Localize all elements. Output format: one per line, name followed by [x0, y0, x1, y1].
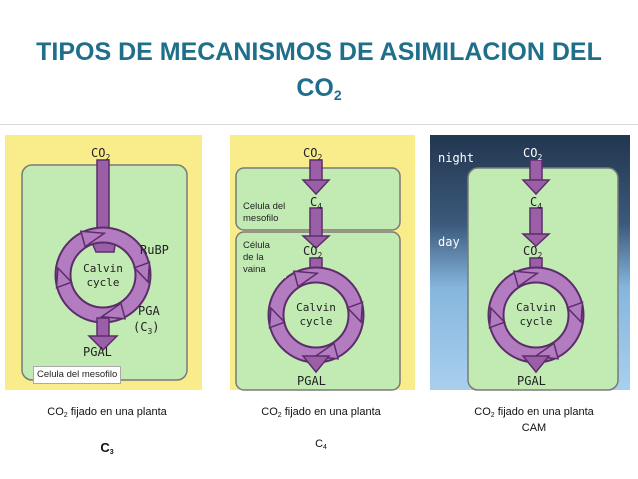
- cam-caption-box: [440, 400, 630, 442]
- title-co2: CO: [296, 74, 334, 102]
- c4-type-label: C4: [315, 438, 327, 451]
- c4-cycle-label: cycle: [299, 315, 332, 328]
- cam-co2-mid-label: CO2: [523, 244, 542, 260]
- c4-vaina-label-line1: Célula: [243, 240, 270, 251]
- page-title: TIPOS DE MECANISMOS DE ASIMILACION DEL C…: [0, 34, 638, 113]
- c4-c4-label: C4: [310, 195, 322, 211]
- c4-output-arrow-head: [301, 355, 331, 374]
- cam-middle-arrow-head: [521, 233, 551, 248]
- cam-pgal-label: PGAL: [517, 374, 546, 388]
- c4-co2-top-label: CO2: [303, 146, 322, 162]
- c3-calvin-label: Calvin: [83, 262, 123, 275]
- c3-pga-c3-label: (C3): [133, 320, 160, 336]
- cam-calvin-label: Calvin: [516, 301, 556, 314]
- title-line-1: TIPOS DE MECANISMOS DE ASIMILACION DEL: [36, 38, 602, 66]
- c3-caption-box: [18, 400, 198, 456]
- c3-output-arrow-shaft: [96, 317, 110, 339]
- c3-rubp-label: RuBP: [140, 243, 169, 257]
- cam-night-label: night: [438, 151, 474, 165]
- cam-c4-label: C4: [530, 195, 542, 211]
- c4-vaina-label-line3: vaina: [243, 264, 266, 275]
- divider: [0, 124, 638, 125]
- c3-type-label: C3: [100, 440, 114, 456]
- cam-middle-arrow-shaft: [529, 207, 543, 237]
- c4-vaina-label-line2: de la: [243, 252, 264, 263]
- c4-meso-label-line1: Celula del: [243, 201, 286, 212]
- c4-middle-arrow-shaft: [309, 207, 323, 239]
- panel-cam: [430, 135, 630, 391]
- cam-day-label: day: [438, 235, 460, 249]
- c4-meso-label-line2: mesofilo: [243, 213, 279, 224]
- title-co2-subscript: 2: [333, 87, 342, 103]
- panel-c4: [230, 135, 415, 391]
- cam-caption: CO2 fijado en una planta: [474, 406, 594, 419]
- c4-calvin-label: Calvin: [296, 301, 336, 314]
- c3-pgal-label: PGAL: [83, 345, 112, 359]
- cam-co2-top-label: CO2: [523, 146, 542, 162]
- c4-caption: CO2 fijado en una planta: [261, 406, 381, 419]
- cam-top-arrow-shaft: [529, 159, 543, 183]
- c4-top-arrow-shaft: [309, 159, 323, 183]
- cam-cycle-label: cycle: [519, 315, 552, 328]
- cam-top-arrow-head: [521, 179, 551, 196]
- c3-caption: CO2 fijado en una planta: [47, 406, 167, 419]
- c4-bundle-sheath-cell-label: Célula de la vaina: [240, 238, 286, 278]
- c4-middle-arrow-head: [301, 235, 331, 250]
- c4-top-arrow-head: [301, 179, 331, 196]
- cam-type-label: CAM: [521, 422, 547, 434]
- c4-co2-mid-label: CO2: [303, 244, 322, 260]
- c3-pga-label: PGA: [138, 304, 160, 318]
- c4-pgal-label: PGAL: [297, 374, 326, 388]
- c3-cycle-label: cycle: [86, 276, 119, 289]
- c3-co2-label: CO2: [91, 146, 110, 162]
- c4-caption-box: [232, 400, 412, 456]
- c4-mesophyll-cell-label: Celula del mesofilo: [240, 199, 298, 227]
- c3-output-arrow-head: [87, 335, 119, 352]
- cam-output-arrow-head: [521, 355, 551, 374]
- c3-mesophyll-cell-label: Celula del mesofilo: [33, 366, 122, 384]
